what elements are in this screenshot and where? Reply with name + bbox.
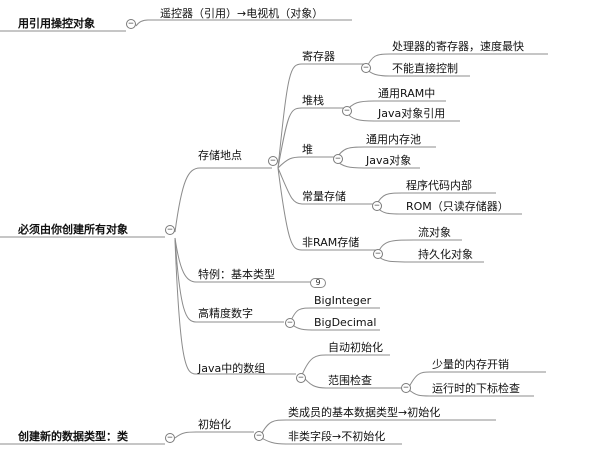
collapse-toggle[interactable]: −	[285, 318, 295, 328]
node-memory-overhead[interactable]: 少量的内存开销	[432, 358, 509, 371]
node-non-ram-storage[interactable]: 非RAM存储	[302, 236, 360, 249]
node-heap-java-objects[interactable]: Java对象	[366, 154, 412, 167]
collapse-toggle[interactable]: −	[372, 201, 382, 211]
node-non-field-no-init[interactable]: 非类字段→不初始化	[288, 430, 386, 443]
collapse-toggle[interactable]: −	[296, 373, 306, 383]
node-register[interactable]: 寄存器	[302, 50, 335, 63]
node-auto-init[interactable]: 自动初始化	[328, 341, 383, 354]
topic-reference-control[interactable]: 用引用操控对象	[18, 17, 95, 30]
node-register-fastest[interactable]: 处理器的寄存器，速度最快	[392, 40, 524, 53]
node-remote-tv[interactable]: 遥控器（引用）→电视机（对象）	[160, 7, 324, 20]
node-stream-objects[interactable]: 流对象	[418, 226, 451, 239]
topic-create-objects[interactable]: 必须由你创建所有对象	[18, 223, 128, 236]
node-stack-java-ref[interactable]: Java对象引用	[378, 107, 446, 120]
node-range-check[interactable]: 范围检查	[328, 374, 372, 387]
children-count-badge[interactable]: 9	[310, 278, 326, 288]
node-stack[interactable]: 堆栈	[302, 94, 324, 107]
collapse-toggle[interactable]: −	[268, 156, 278, 166]
collapse-toggle[interactable]: −	[342, 106, 352, 116]
collapse-toggle[interactable]: −	[165, 225, 175, 235]
node-biginteger[interactable]: BigInteger	[314, 294, 372, 307]
node-stack-ram[interactable]: 通用RAM中	[378, 87, 436, 100]
node-runtime-index-check[interactable]: 运行时的下标检查	[432, 382, 520, 395]
node-constant-code[interactable]: 程序代码内部	[406, 179, 472, 192]
topic-new-class-type[interactable]: 创建新的数据类型：类	[18, 430, 128, 443]
node-register-no-control[interactable]: 不能直接控制	[392, 62, 458, 75]
node-initialization[interactable]: 初始化	[198, 418, 231, 431]
node-heap[interactable]: 堆	[302, 143, 313, 156]
collapse-toggle[interactable]: −	[373, 249, 383, 259]
node-storage-locations[interactable]: 存储地点	[198, 149, 242, 162]
collapse-toggle[interactable]: −	[361, 63, 371, 73]
collapse-toggle[interactable]: −	[126, 19, 136, 29]
collapse-toggle[interactable]: −	[333, 154, 343, 164]
node-constant-storage[interactable]: 常量存储	[302, 190, 346, 203]
node-java-arrays[interactable]: Java中的数组	[198, 362, 266, 375]
collapse-toggle[interactable]: −	[401, 383, 411, 393]
node-special-primitives[interactable]: 特例：基本类型	[198, 268, 275, 281]
node-constant-rom[interactable]: ROM（只读存储器）	[406, 200, 509, 213]
collapse-toggle[interactable]: −	[254, 431, 264, 441]
node-persistent-objects[interactable]: 持久化对象	[418, 248, 473, 261]
node-bigdecimal[interactable]: BigDecimal	[314, 316, 377, 329]
node-heap-pool[interactable]: 通用内存池	[366, 133, 421, 146]
collapse-toggle[interactable]: −	[165, 433, 175, 443]
node-member-primitive-init[interactable]: 类成员的基本数据类型→初始化	[288, 406, 441, 419]
node-high-precision[interactable]: 高精度数字	[198, 307, 253, 320]
